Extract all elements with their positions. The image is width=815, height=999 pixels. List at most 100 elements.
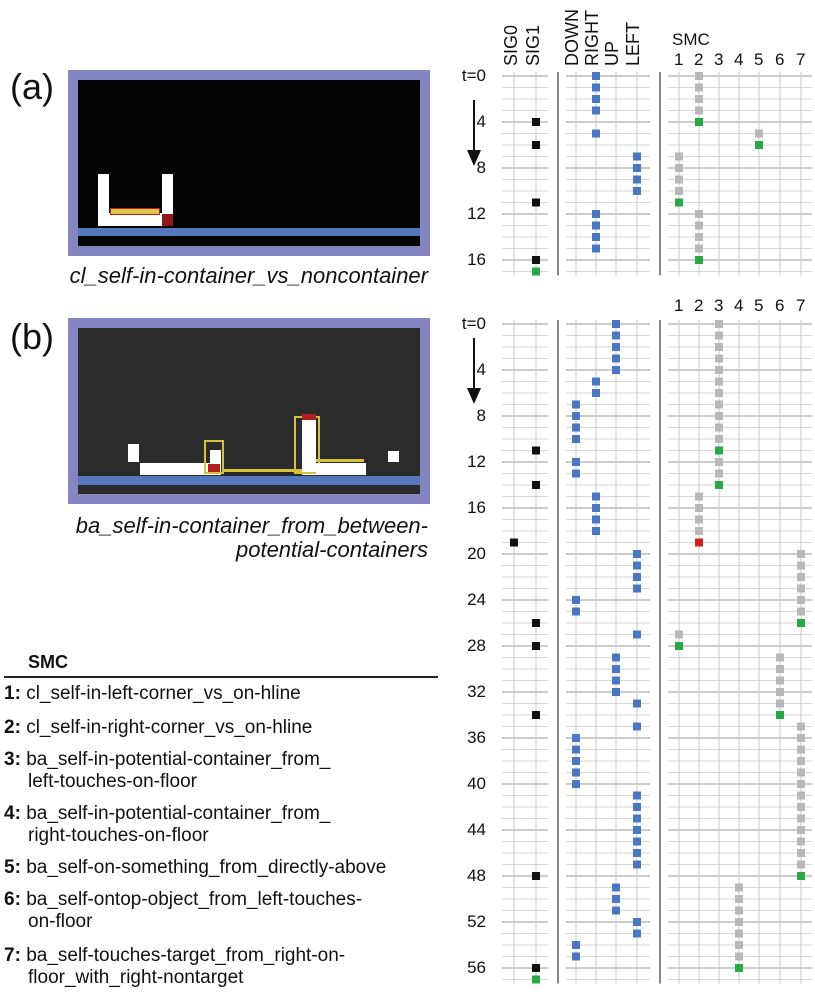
smc-text: right-touches-on-floor bbox=[28, 825, 209, 846]
action-mark bbox=[633, 699, 641, 708]
time-tick-label: 16 bbox=[467, 250, 486, 269]
action-mark bbox=[592, 244, 600, 253]
smc-column-number: 7 bbox=[796, 296, 806, 315]
smc-column-number: 3 bbox=[714, 296, 724, 315]
smc-text: ba_self-on-something_from_directly-above bbox=[26, 857, 387, 878]
smc-active-mark bbox=[735, 941, 743, 949]
smc-num: 1: bbox=[4, 683, 21, 704]
action-mark bbox=[612, 343, 620, 351]
smc-active-mark bbox=[715, 423, 723, 432]
panel-a-screen-frame bbox=[68, 70, 430, 256]
smc-header: SMC bbox=[672, 30, 710, 49]
smc-column-number: 2 bbox=[694, 296, 704, 315]
self-agent bbox=[111, 209, 159, 214]
signal-mark bbox=[532, 118, 540, 126]
time-arrow-b bbox=[467, 338, 481, 404]
smc-active-mark bbox=[797, 768, 805, 777]
time-tick-label: 4 bbox=[476, 112, 486, 131]
smc-num: 4: bbox=[4, 803, 21, 824]
floor bbox=[78, 476, 420, 485]
time-tick-label: 8 bbox=[476, 406, 486, 425]
smc-active-mark bbox=[797, 849, 805, 857]
smc-legend-item: 2: cl_self-in-right-corner_vs_on-hline bbox=[4, 717, 444, 749]
block-pillar-left bbox=[210, 450, 221, 475]
smc-active-mark bbox=[797, 573, 805, 581]
signal-mark bbox=[532, 711, 540, 719]
smc-end-mark bbox=[755, 141, 763, 149]
smc-end-mark bbox=[675, 198, 683, 207]
smc-active-mark bbox=[695, 72, 703, 80]
smc-column-number: 4 bbox=[734, 50, 744, 69]
smc-active-mark bbox=[797, 584, 805, 593]
smc-active-mark bbox=[695, 527, 703, 535]
action-mark bbox=[612, 895, 620, 903]
container-right-wall bbox=[162, 174, 173, 214]
action-mark bbox=[572, 458, 580, 466]
action-mark bbox=[633, 837, 641, 846]
smc-active-mark bbox=[797, 837, 805, 846]
smc-active-mark bbox=[797, 860, 805, 869]
action-mark bbox=[572, 423, 580, 432]
action-mark bbox=[612, 354, 620, 363]
time-tick-label: 32 bbox=[467, 682, 486, 701]
smc-end-mark bbox=[797, 872, 805, 880]
block-tall-pillar bbox=[302, 420, 316, 475]
signal-mark bbox=[532, 481, 540, 489]
action-mark bbox=[633, 584, 641, 593]
smc-active-mark bbox=[735, 883, 743, 892]
time-tick-label: 4 bbox=[476, 360, 486, 379]
smc-text: ba_self-in-potential-container_from_ bbox=[26, 749, 331, 770]
action-mark bbox=[572, 469, 580, 478]
action-mark bbox=[592, 377, 600, 386]
smc-column-number: 7 bbox=[796, 50, 806, 69]
smc-active-mark bbox=[776, 699, 784, 708]
yellow-trace bbox=[222, 469, 302, 472]
smc-legend-item: 5: ba_self-on-something_from_directly-ab… bbox=[4, 857, 444, 889]
smc-active-mark bbox=[776, 676, 784, 685]
action-mark bbox=[612, 366, 620, 374]
smc-end-mark bbox=[797, 619, 805, 627]
action-mark bbox=[612, 331, 620, 340]
smc-text: cl_self-in-right-corner_vs_on-hline bbox=[26, 717, 313, 738]
time-tick-label: 52 bbox=[467, 912, 486, 931]
container-base bbox=[98, 213, 162, 226]
red-trace bbox=[162, 214, 173, 226]
action-mark bbox=[633, 814, 641, 823]
smc-active-mark bbox=[695, 515, 703, 524]
smc-active-mark bbox=[797, 596, 805, 604]
smc-column-number: 6 bbox=[775, 50, 785, 69]
action-mark bbox=[633, 929, 641, 938]
smc-active-mark bbox=[695, 95, 703, 103]
smc-legend-rule bbox=[4, 676, 438, 678]
smc-active-mark bbox=[715, 458, 723, 466]
smc-active-mark bbox=[735, 906, 743, 915]
action-mark bbox=[612, 688, 620, 696]
floor bbox=[78, 228, 420, 236]
smc-num: 2: bbox=[4, 717, 21, 738]
action-mark bbox=[633, 826, 641, 834]
action-mark bbox=[612, 906, 620, 915]
action-mark bbox=[633, 175, 641, 184]
time-tick-label: 8 bbox=[476, 158, 486, 177]
time-tick-label: 28 bbox=[467, 636, 486, 655]
action-mark bbox=[633, 860, 641, 869]
action-mark bbox=[572, 780, 580, 788]
action-mark bbox=[612, 665, 620, 673]
panel-a-label: (a) bbox=[10, 66, 54, 107]
time-tick-label: t=0 bbox=[461, 314, 486, 333]
smc-active-mark bbox=[797, 734, 805, 742]
smc-active-mark bbox=[715, 389, 723, 397]
smc-active-mark bbox=[715, 469, 723, 478]
action-mark bbox=[633, 722, 641, 731]
signal-success-mark bbox=[532, 975, 540, 984]
smc-active-mark bbox=[797, 722, 805, 731]
action-mark bbox=[572, 734, 580, 742]
smc-num: 3: bbox=[4, 749, 21, 770]
action-mark bbox=[572, 757, 580, 765]
smc-active-mark bbox=[695, 83, 703, 92]
smc-active-mark bbox=[797, 607, 805, 616]
smc-active-mark bbox=[695, 106, 703, 115]
panel-b-screen-frame bbox=[68, 318, 430, 504]
smc-column-number: 5 bbox=[754, 296, 764, 315]
action-mark bbox=[592, 210, 600, 218]
